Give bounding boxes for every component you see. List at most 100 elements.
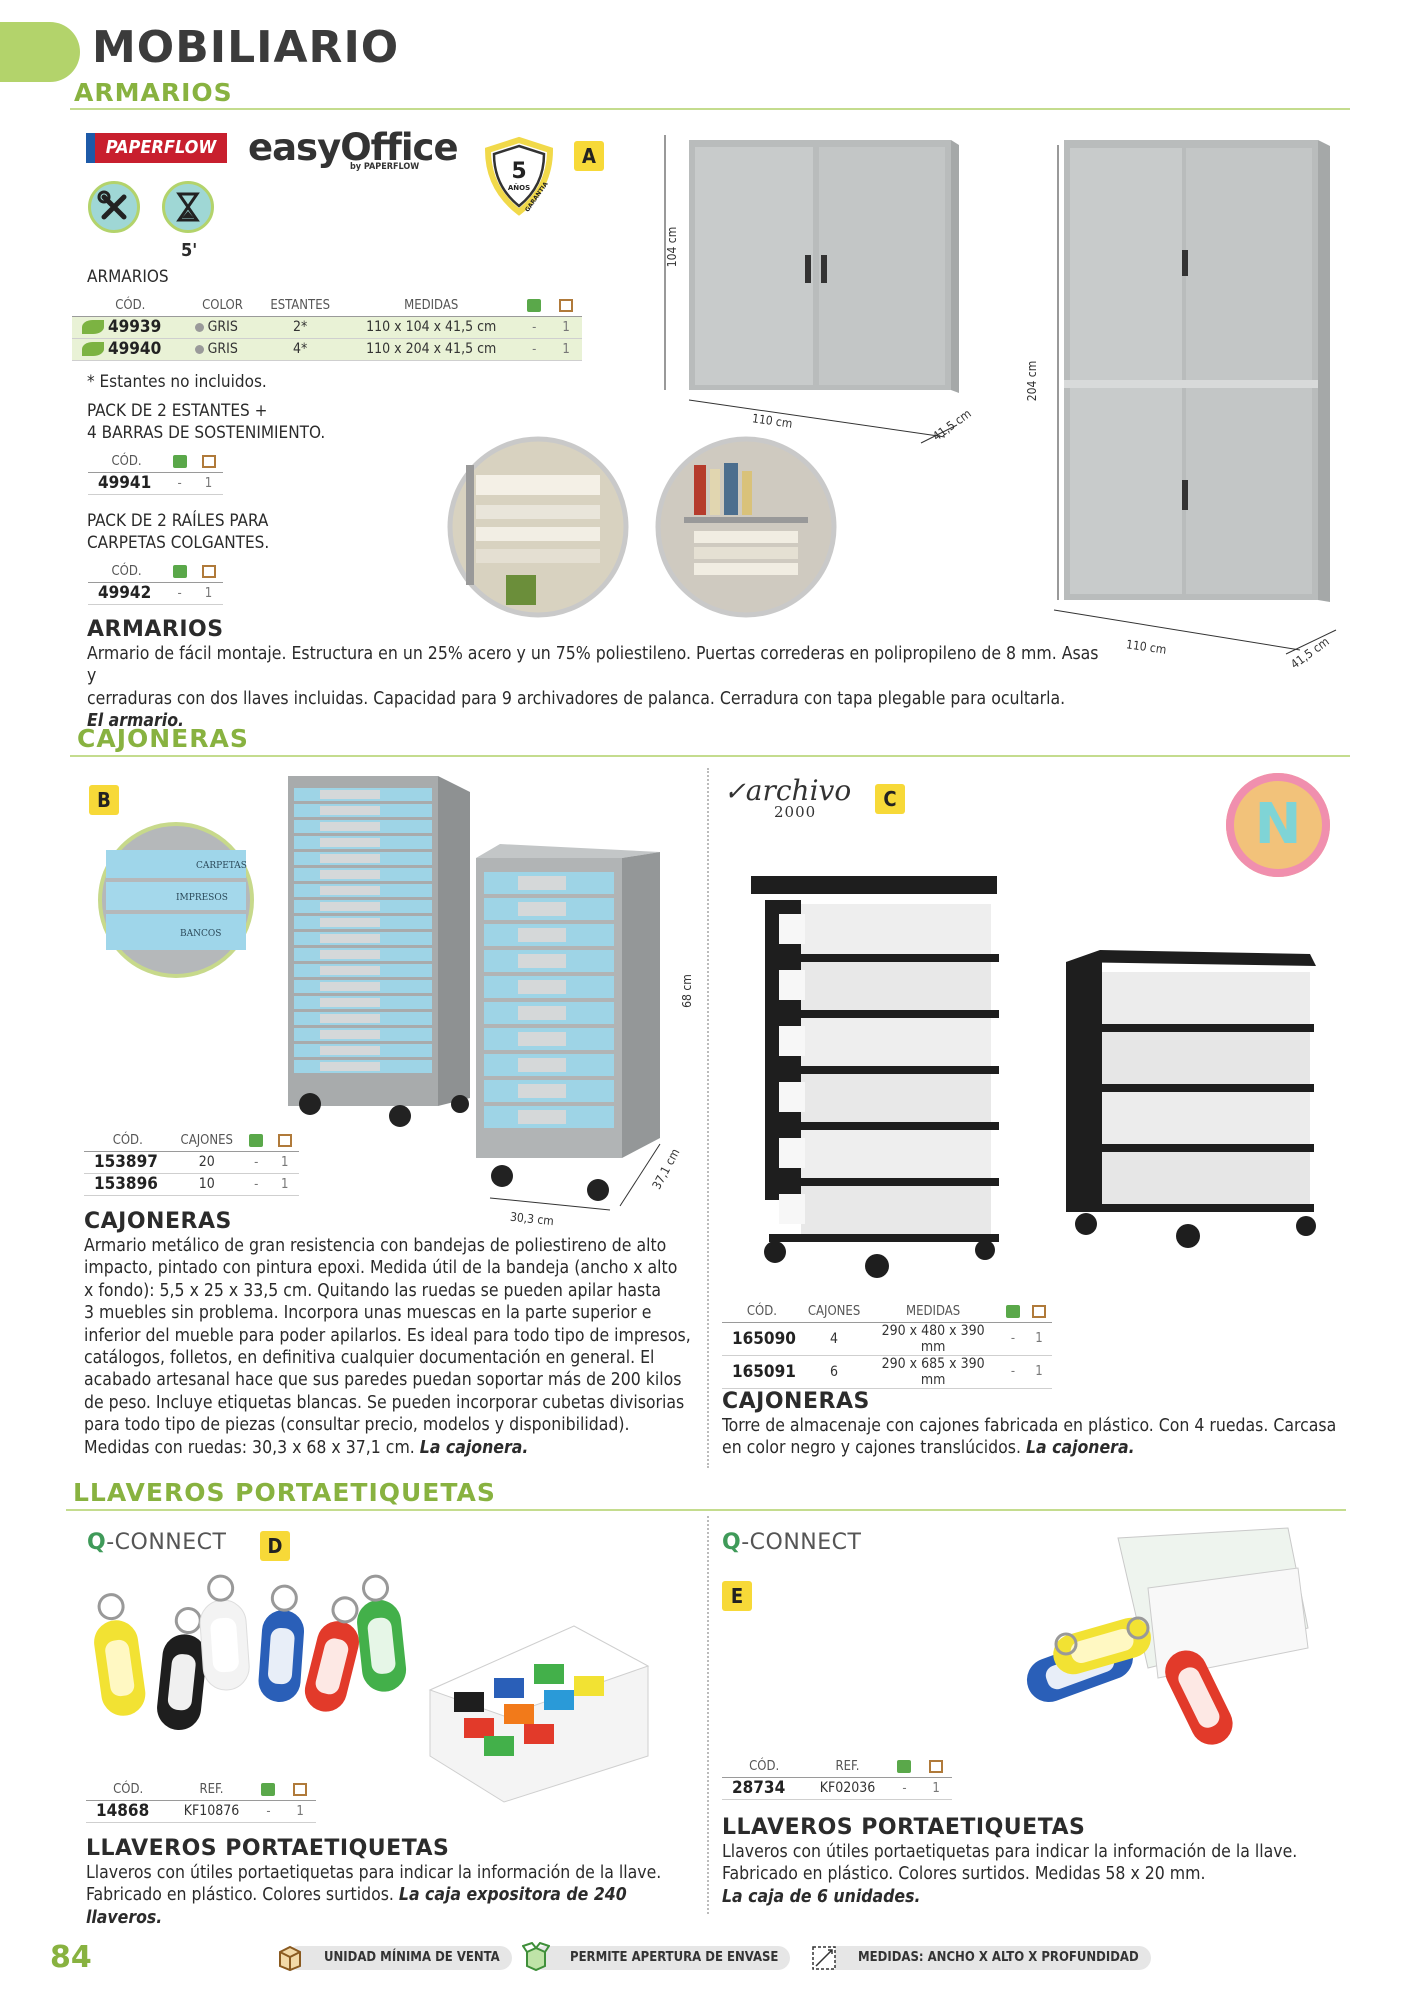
cajoneras-b-spec-table: CÓD. CAJONES 153897 20 - 1 153896 10 - 1 [84, 1131, 299, 1196]
min-unit-box-icon [1032, 1305, 1046, 1319]
section-rule [70, 755, 1350, 757]
cabinet-small-image [645, 125, 965, 455]
column-divider [707, 768, 709, 1468]
pack2-title-line2: CARPETAS COLGANTES. [87, 533, 270, 553]
min-unit-box-icon [277, 1134, 292, 1148]
table-label-armarios: ARMARIOS [87, 267, 169, 287]
svg-text:IMPRESOS: IMPRESOS [176, 893, 228, 903]
min-unit-box-icon [201, 565, 216, 579]
metal-drawer-cabinet-20 [280, 768, 480, 1138]
badge-d: D [260, 1531, 290, 1561]
easyoffice-logo: easyOffice by PAPERFLOW [248, 126, 459, 173]
product-title-llaveros-d: LLAVEROS PORTAETIQUETAS [86, 1836, 450, 1861]
product-title-armarios: ARMARIOS [87, 617, 224, 642]
llaveros-d-spec-table: CÓD. REF. 14868 KF10876 - 1 [86, 1780, 316, 1823]
archivo2000-logo: ✓archivo 2000 [724, 774, 852, 822]
plastic-drawer-tower-4 [1060, 944, 1320, 1254]
keytags-blister-pack-image [1018, 1518, 1318, 1758]
svg-text:AÑOS: AÑOS [508, 183, 530, 192]
pack1-title-line2: 4 BARRAS DE SOSTENIMIENTO. [87, 423, 326, 443]
badge-a: A [574, 141, 604, 171]
dimensions-icon [810, 1944, 838, 1972]
keytags-display-box-image [424, 1606, 654, 1806]
page-number: 84 [50, 1940, 92, 1975]
pack1-title-line1: PACK DE 2 ESTANTES + [87, 401, 268, 421]
open-package-icon [522, 1942, 550, 1972]
warranty-shield-icon: 5 AÑOS GARANTIA [482, 136, 556, 216]
min-unit-box-icon [201, 455, 216, 469]
qconnect-logo: Q-CONNECT [87, 1530, 227, 1555]
table-row: 165091 6 290 x 685 x 390 mm - 1 [722, 1355, 1052, 1389]
open-package-icon [172, 455, 187, 469]
keytags-assorted-image [90, 1570, 430, 1750]
table-row: 49941-1 [88, 472, 223, 495]
section-rule [66, 1509, 1346, 1511]
product-title-cajoneras-c: CAJONERAS [722, 1389, 870, 1414]
armarios-spec-table: CÓD. COLOR ESTANTES MEDIDAS 49939 GRIS 2… [72, 296, 582, 361]
cabinet-interior-photo [446, 435, 630, 619]
hourglass-icon [162, 181, 214, 233]
dim-height-104: 104 cm [665, 226, 680, 268]
cabinet-shelves-photo [654, 435, 838, 619]
badge-c: C [875, 784, 905, 814]
table-row: 49942-1 [88, 582, 223, 605]
min-unit-box-icon [929, 1760, 944, 1774]
dim-height-68: 68 cm [679, 974, 694, 1008]
pack1-spec-table: CÓD. 49941-1 [88, 452, 223, 495]
eco-leaf-icon [82, 342, 104, 356]
badge-b: B [89, 785, 119, 815]
qconnect-logo: Q-CONNECT [722, 1530, 862, 1555]
product-desc-cajoneras-c: Torre de almacenaje con cajones fabricad… [722, 1416, 1337, 1459]
tools-icon [88, 181, 140, 233]
open-package-icon [897, 1760, 912, 1774]
section-title-cajoneras: CAJONERAS [77, 724, 249, 753]
table-row: 28734 KF02036 - 1 [722, 1777, 952, 1800]
dim-height-204: 204 cm [1025, 360, 1040, 402]
cabinet-tall-image [1040, 130, 1340, 660]
open-package-icon [172, 565, 187, 579]
table-row: 165090 4 290 x 480 x 390 mm - 1 [722, 1322, 1052, 1356]
column-divider [707, 1516, 709, 1914]
open-package-icon [249, 1134, 264, 1148]
min-unit-box-icon [559, 299, 574, 313]
eco-leaf-icon [82, 320, 104, 334]
new-product-badge: N [1226, 773, 1330, 877]
table-row: 49940 GRIS 4* 110 x 204 x 41,5 cm - 1 [72, 338, 582, 361]
min-unit-box-icon [276, 1944, 304, 1972]
cajoneras-c-spec-table: CÓD. CAJONES MEDIDAS 165090 4 290 x 480 … [722, 1302, 1052, 1389]
llaveros-e-spec-table: CÓD. REF. 28734 KF02036 - 1 [722, 1757, 952, 1800]
table-row: 153897 20 - 1 [84, 1151, 299, 1174]
product-title-cajoneras-b: CAJONERAS [84, 1209, 232, 1234]
product-desc-armarios: Armario de fácil montaje. Estructura en … [87, 644, 1099, 732]
table-row: 49939 GRIS 2* 110 x 104 x 41,5 cm - 1 [72, 316, 582, 339]
table-header-row: CÓD. COLOR ESTANTES MEDIDAS [72, 296, 582, 317]
pack2-title-line1: PACK DE 2 RAÍLES PARA [87, 511, 269, 531]
product-title-llaveros-e: LLAVEROS PORTAETIQUETAS [722, 1815, 1086, 1840]
plastic-drawer-tower-6 [745, 870, 1007, 1290]
paperflow-logo: PAPERFLOW [86, 133, 227, 163]
svg-text:CARPETAS: CARPETAS [196, 861, 247, 871]
drawer-label-zoom-photo: CARPETAS IMPRESOS BANCOS [96, 820, 256, 980]
product-desc-llaveros-e: Llaveros con útiles portaetiquetas para … [722, 1842, 1298, 1907]
color-swatch [194, 322, 204, 332]
svg-text:BANCOS: BANCOS [180, 929, 221, 939]
section-title-armarios: ARMARIOS [74, 78, 233, 107]
open-package-icon [527, 299, 542, 313]
color-swatch [194, 344, 204, 354]
product-desc-llaveros-d: Llaveros con útiles portaetiquetas para … [86, 1863, 662, 1928]
product-desc-cajoneras-b: Armario metálico de gran resistencia con… [84, 1236, 691, 1458]
table-row: 14868 KF10876 - 1 [86, 1800, 316, 1823]
pack2-spec-table: CÓD. 49942-1 [88, 562, 223, 605]
section-tab [0, 22, 80, 82]
shelves-note: * Estantes no incluidos. [87, 372, 267, 392]
section-rule [70, 108, 1350, 110]
section-title-llaveros: LLAVEROS PORTAETIQUETAS [73, 1478, 496, 1507]
metal-drawer-cabinet-10 [470, 838, 670, 1218]
svg-text:5: 5 [511, 159, 526, 184]
page-title: MOBILIARIO [92, 22, 400, 73]
badge-e: E [722, 1581, 752, 1611]
assembly-time: 5' [181, 240, 198, 261]
open-package-icon [1006, 1305, 1020, 1319]
open-package-icon [261, 1783, 276, 1797]
table-row: 153896 10 - 1 [84, 1173, 299, 1196]
